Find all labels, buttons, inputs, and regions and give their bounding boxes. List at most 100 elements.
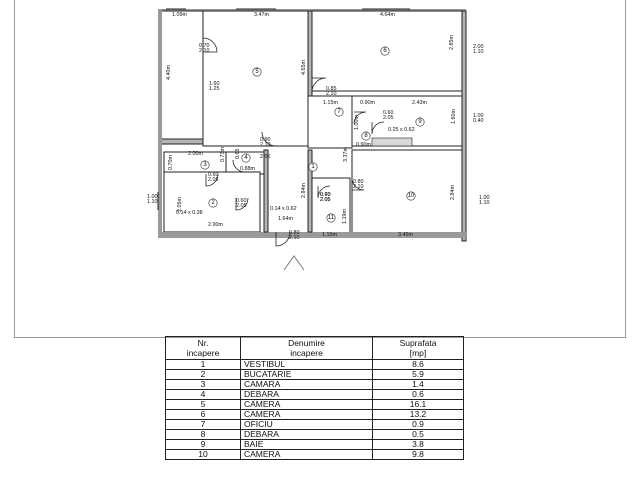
room-marker-circle [241, 153, 251, 163]
room-number: 5 [255, 69, 259, 75]
dimension-label: 2.05 [236, 203, 247, 209]
dimension-label: 1.64m [278, 216, 293, 222]
room-10-outline [351, 149, 463, 235]
dimension-label: 1.10 [147, 199, 158, 205]
room-number-marker: 7 [334, 107, 344, 117]
table-header-row: Nr. incapere Denumire incapere Suprafata… [165, 336, 464, 360]
dimension-label: 0.88m [240, 166, 255, 172]
room-number: 1 [311, 164, 315, 170]
dimension-label: 0.85 [326, 86, 337, 92]
windows [157, 8, 467, 214]
door-swing [371, 121, 385, 135]
room-number-marker: 11 [326, 213, 336, 223]
cell-area: 1.4 [372, 379, 464, 390]
dimension-label: 0.60 [320, 192, 331, 198]
dimension-label: 2.05 [320, 197, 331, 203]
entrance-arrow-icon [283, 255, 305, 271]
cell-nr: 4 [165, 389, 241, 400]
dimension-label: 1.00 [473, 113, 484, 119]
cell-name: CAMERA [240, 449, 373, 460]
dimension-label: 1.15m [322, 232, 337, 238]
dimension-label: 2.84m [450, 185, 456, 200]
room-5-outline [202, 10, 309, 147]
dimension-label: 0.90 [260, 137, 271, 143]
room-9-outline [351, 95, 463, 147]
cell-nr: 8 [165, 429, 241, 440]
cell-nr: 10 [165, 449, 241, 460]
dimension-label: 2.84m [301, 183, 307, 198]
cell-nr: 7 [165, 419, 241, 430]
dimension-label: 0.90m [360, 100, 375, 106]
dimension-label: 0.25 x 0.62 [388, 127, 415, 133]
dimension-label: 0.80 [289, 230, 300, 236]
dimension-label: 4.64m [380, 12, 395, 18]
room-marker-circle [200, 160, 210, 170]
dimension-label: 2.05 [320, 197, 331, 203]
room-marker-circle [380, 46, 390, 56]
room-number: 10 [408, 193, 415, 199]
dimension-label: 0.65 [235, 149, 241, 160]
cell-area: 16.1 [372, 399, 464, 410]
room-number-marker: 3 [200, 160, 210, 170]
cell-area: 0.9 [372, 419, 464, 430]
dimension-label: 2.90m [208, 222, 223, 228]
room-marker-circle [361, 131, 371, 141]
room-number-marker: 9 [415, 117, 425, 127]
dimension-label: 2.85m [449, 35, 455, 50]
dimension-label: 2.10 [260, 142, 271, 148]
cell-area: 8.6 [372, 359, 464, 370]
dimension-label: 0.73m [220, 147, 226, 162]
dimension-label: 1.09m [172, 12, 187, 18]
walls [158, 9, 467, 242]
room-marker-circle [252, 67, 262, 77]
room-marker-circle [308, 162, 318, 172]
room-marker-circle [406, 191, 416, 201]
dimension-label: 0.40 [473, 118, 484, 124]
door-swing [317, 185, 331, 199]
hatched-fixture [371, 137, 413, 147]
dimension-label: 2.10 [326, 91, 337, 97]
cell-name: CAMARA [240, 379, 373, 390]
dimension-label: 2.05m [177, 197, 183, 212]
dimension-label: 2.00 [473, 44, 484, 50]
dimension-label: 0.14 x 0.62 [270, 206, 297, 212]
room-number-marker: 1 [308, 162, 318, 172]
dimension-label: 2.10 [199, 48, 210, 54]
dimension-label: 1.60m [451, 109, 457, 124]
dimension-label: 0.70 [320, 192, 331, 198]
room-number: 3 [203, 162, 207, 168]
dimension-label: 1.19m [342, 209, 348, 224]
room-7-8-outline [307, 95, 353, 149]
cell-nr: 9 [165, 439, 241, 450]
cell-name: DEBARA [240, 429, 373, 440]
dimension-label: 3.37m [343, 147, 349, 162]
header-area: Suprafata [mp] [372, 336, 464, 360]
dimension-label: 1.10 [473, 49, 484, 55]
dimension-label: 2.10 [289, 235, 300, 241]
cell-nr: 1 [165, 359, 241, 370]
room-marker-circle [208, 198, 218, 208]
dimension-label: 4.65m [301, 60, 307, 75]
cell-area: 5.9 [372, 369, 464, 380]
room-number: 9 [418, 119, 422, 125]
cell-nr: 3 [165, 379, 241, 390]
header-nr: Nr. incapere [165, 336, 241, 360]
dimension-label: 2.10 [353, 184, 364, 190]
door-swing [275, 231, 291, 247]
dimension-label: 0.80 [353, 179, 364, 185]
room-number-marker: 4 [241, 153, 251, 163]
dimension-label: 0.60 [208, 172, 219, 178]
dimension-label: 3.47m [254, 12, 269, 18]
room-number: 4 [244, 155, 248, 161]
dimension-label: 0.60 [236, 198, 247, 204]
cell-name: OFICIU [240, 419, 373, 430]
